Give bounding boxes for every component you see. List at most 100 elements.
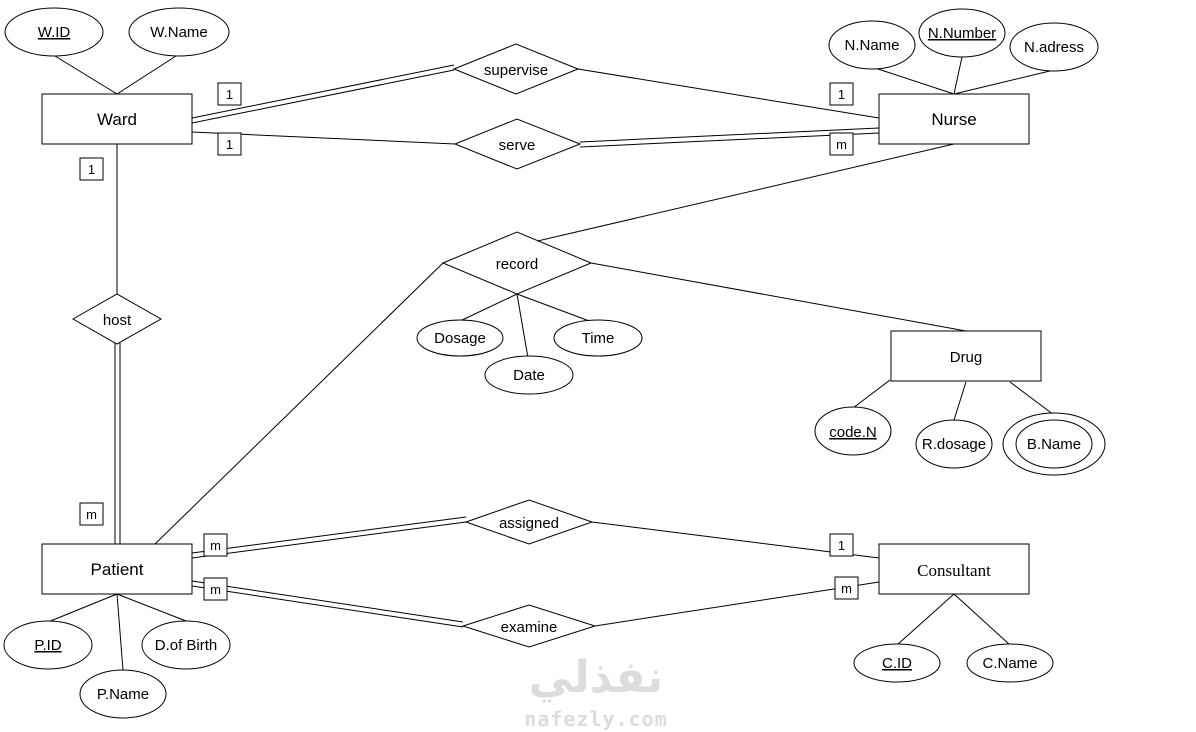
attribute-p-id-label: P.ID <box>34 637 61 654</box>
cardinality-nurse-serve-text: m <box>836 137 847 152</box>
cardinality-patient-host: m <box>79 502 104 526</box>
link-consultant-cname <box>953 593 1011 646</box>
cardinality-ward-host: 1 <box>79 157 104 181</box>
entity-ward-label: Ward <box>97 110 137 129</box>
link-record-date <box>516 293 529 359</box>
relationship-host-label: host <box>103 312 132 329</box>
attribute-n-name-label: N.Name <box>844 37 899 54</box>
attribute-n-number-label: N.Number <box>928 25 996 42</box>
attribute-c-id: C.ID <box>853 643 941 683</box>
attribute-code-n: code.N <box>814 406 892 456</box>
attribute-r-dosage: R.dosage <box>915 419 993 469</box>
attribute-w-id: W.ID <box>4 7 104 57</box>
cardinality-nurse-supervise: 1 <box>829 82 854 106</box>
attribute-n-adress: N.adress <box>1009 22 1099 72</box>
attribute-r-dosage-label: R.dosage <box>922 436 986 453</box>
attribute-c-id-label: C.ID <box>882 655 912 672</box>
cardinality-nurse-serve: m <box>829 132 854 156</box>
cardinality-consultant-assigned-text: 1 <box>838 538 845 553</box>
cardinality-consultant-examine: m <box>834 576 859 600</box>
attribute-p-id: P.ID <box>3 620 93 670</box>
attribute-time: Time <box>553 319 643 357</box>
attribute-d-of-birth-label: D.of Birth <box>155 637 218 654</box>
relationship-assigned: assigned <box>464 499 594 545</box>
cardinality-ward-serve: 1 <box>217 132 242 156</box>
attribute-d-of-birth: D.of Birth <box>141 620 231 670</box>
link-consultant-cid <box>896 593 955 646</box>
attribute-b-name-multivalued: B.Name <box>1002 412 1106 476</box>
attribute-b-name-label: B.Name <box>1027 436 1081 453</box>
relationship-supervise: supervise <box>452 43 580 95</box>
entity-patient-label: Patient <box>91 560 144 579</box>
link-patient-assigned-a <box>191 516 467 554</box>
link-serve-nurse-a <box>579 127 880 143</box>
link-serve-nurse-b <box>579 132 880 148</box>
entity-drug-label: Drug <box>950 349 983 366</box>
cardinality-consultant-examine-text: m <box>841 581 852 596</box>
link-patient-examine-b <box>191 585 464 628</box>
entity-ward: Ward <box>41 93 193 145</box>
attribute-w-name-label: W.Name <box>150 24 208 41</box>
entity-patient: Patient <box>41 543 193 595</box>
attribute-c-name-label: C.Name <box>982 655 1037 672</box>
attribute-w-id-label: W.ID <box>38 24 71 41</box>
watermark-latin: nafezly.com <box>524 707 667 731</box>
connections <box>47 55 1055 671</box>
attribute-code-n-label: code.N <box>829 424 877 441</box>
attribute-p-name-label: P.Name <box>97 686 149 703</box>
relationship-host: host <box>71 293 163 345</box>
attribute-date-label: Date <box>513 367 545 384</box>
attribute-n-name: N.Name <box>828 20 916 70</box>
entity-nurse-label: Nurse <box>931 110 976 129</box>
entity-nurse: Nurse <box>878 93 1030 145</box>
attribute-time-label: Time <box>582 330 615 347</box>
attribute-dosage: Dosage <box>416 319 504 357</box>
attribute-dosage-label: Dosage <box>434 330 486 347</box>
link-ward-supervise-b <box>191 69 455 124</box>
link-wname-ward <box>116 55 177 95</box>
relationship-serve: serve <box>453 118 582 170</box>
link-drug-rdosage <box>953 381 967 421</box>
link-drug-bname <box>1009 381 1055 416</box>
relationship-assigned-label: assigned <box>499 515 559 532</box>
attribute-n-number: N.Number <box>918 8 1006 58</box>
attribute-n-adress-label: N.adress <box>1024 39 1084 56</box>
relationship-record-label: record <box>496 256 539 273</box>
link-examine-consultant <box>594 581 880 627</box>
link-nname-nurse <box>871 66 955 95</box>
link-patient-pname <box>116 593 124 671</box>
entity-consultant: Consultant <box>878 543 1030 595</box>
cardinality-nurse-supervise-text: 1 <box>838 87 845 102</box>
cardinality-patient-examine: m <box>203 577 228 601</box>
cardinality-ward-supervise-text: 1 <box>226 87 233 102</box>
link-ward-supervise-a <box>191 64 455 119</box>
cardinality-consultant-assigned: 1 <box>829 533 854 557</box>
relationship-record: record <box>441 231 593 295</box>
cardinality-patient-assigned: m <box>203 533 228 557</box>
watermark: نفذلي nafezly.com <box>524 652 667 731</box>
relationship-supervise-label: supervise <box>484 62 548 79</box>
link-patient-examine-a <box>191 580 464 623</box>
link-record-time <box>516 293 593 323</box>
attribute-c-name: C.Name <box>966 643 1054 683</box>
cardinality-ward-host-text: 1 <box>88 162 95 177</box>
watermark-arabic: نفذلي <box>529 652 664 703</box>
cardinality-ward-serve-text: 1 <box>226 137 233 152</box>
cardinality-ward-supervise: 1 <box>217 82 242 106</box>
attribute-date: Date <box>484 355 574 395</box>
link-nnumber-nurse <box>953 56 963 95</box>
relationship-examine-label: examine <box>501 619 558 636</box>
link-record-dosage <box>459 293 518 322</box>
link-wid-ward <box>54 55 118 95</box>
relationship-examine: examine <box>461 604 597 648</box>
link-supervise-nurse <box>577 68 880 119</box>
entity-drug: Drug <box>890 330 1042 382</box>
link-patient-pid <box>47 593 118 623</box>
attribute-p-name: P.Name <box>79 669 167 719</box>
link-patient-dob <box>116 593 187 622</box>
link-drug-coden <box>852 379 891 409</box>
attribute-w-name: W.Name <box>128 7 230 57</box>
link-patient-assigned-b <box>191 521 467 559</box>
cardinality-patient-host-text: m <box>86 507 97 522</box>
